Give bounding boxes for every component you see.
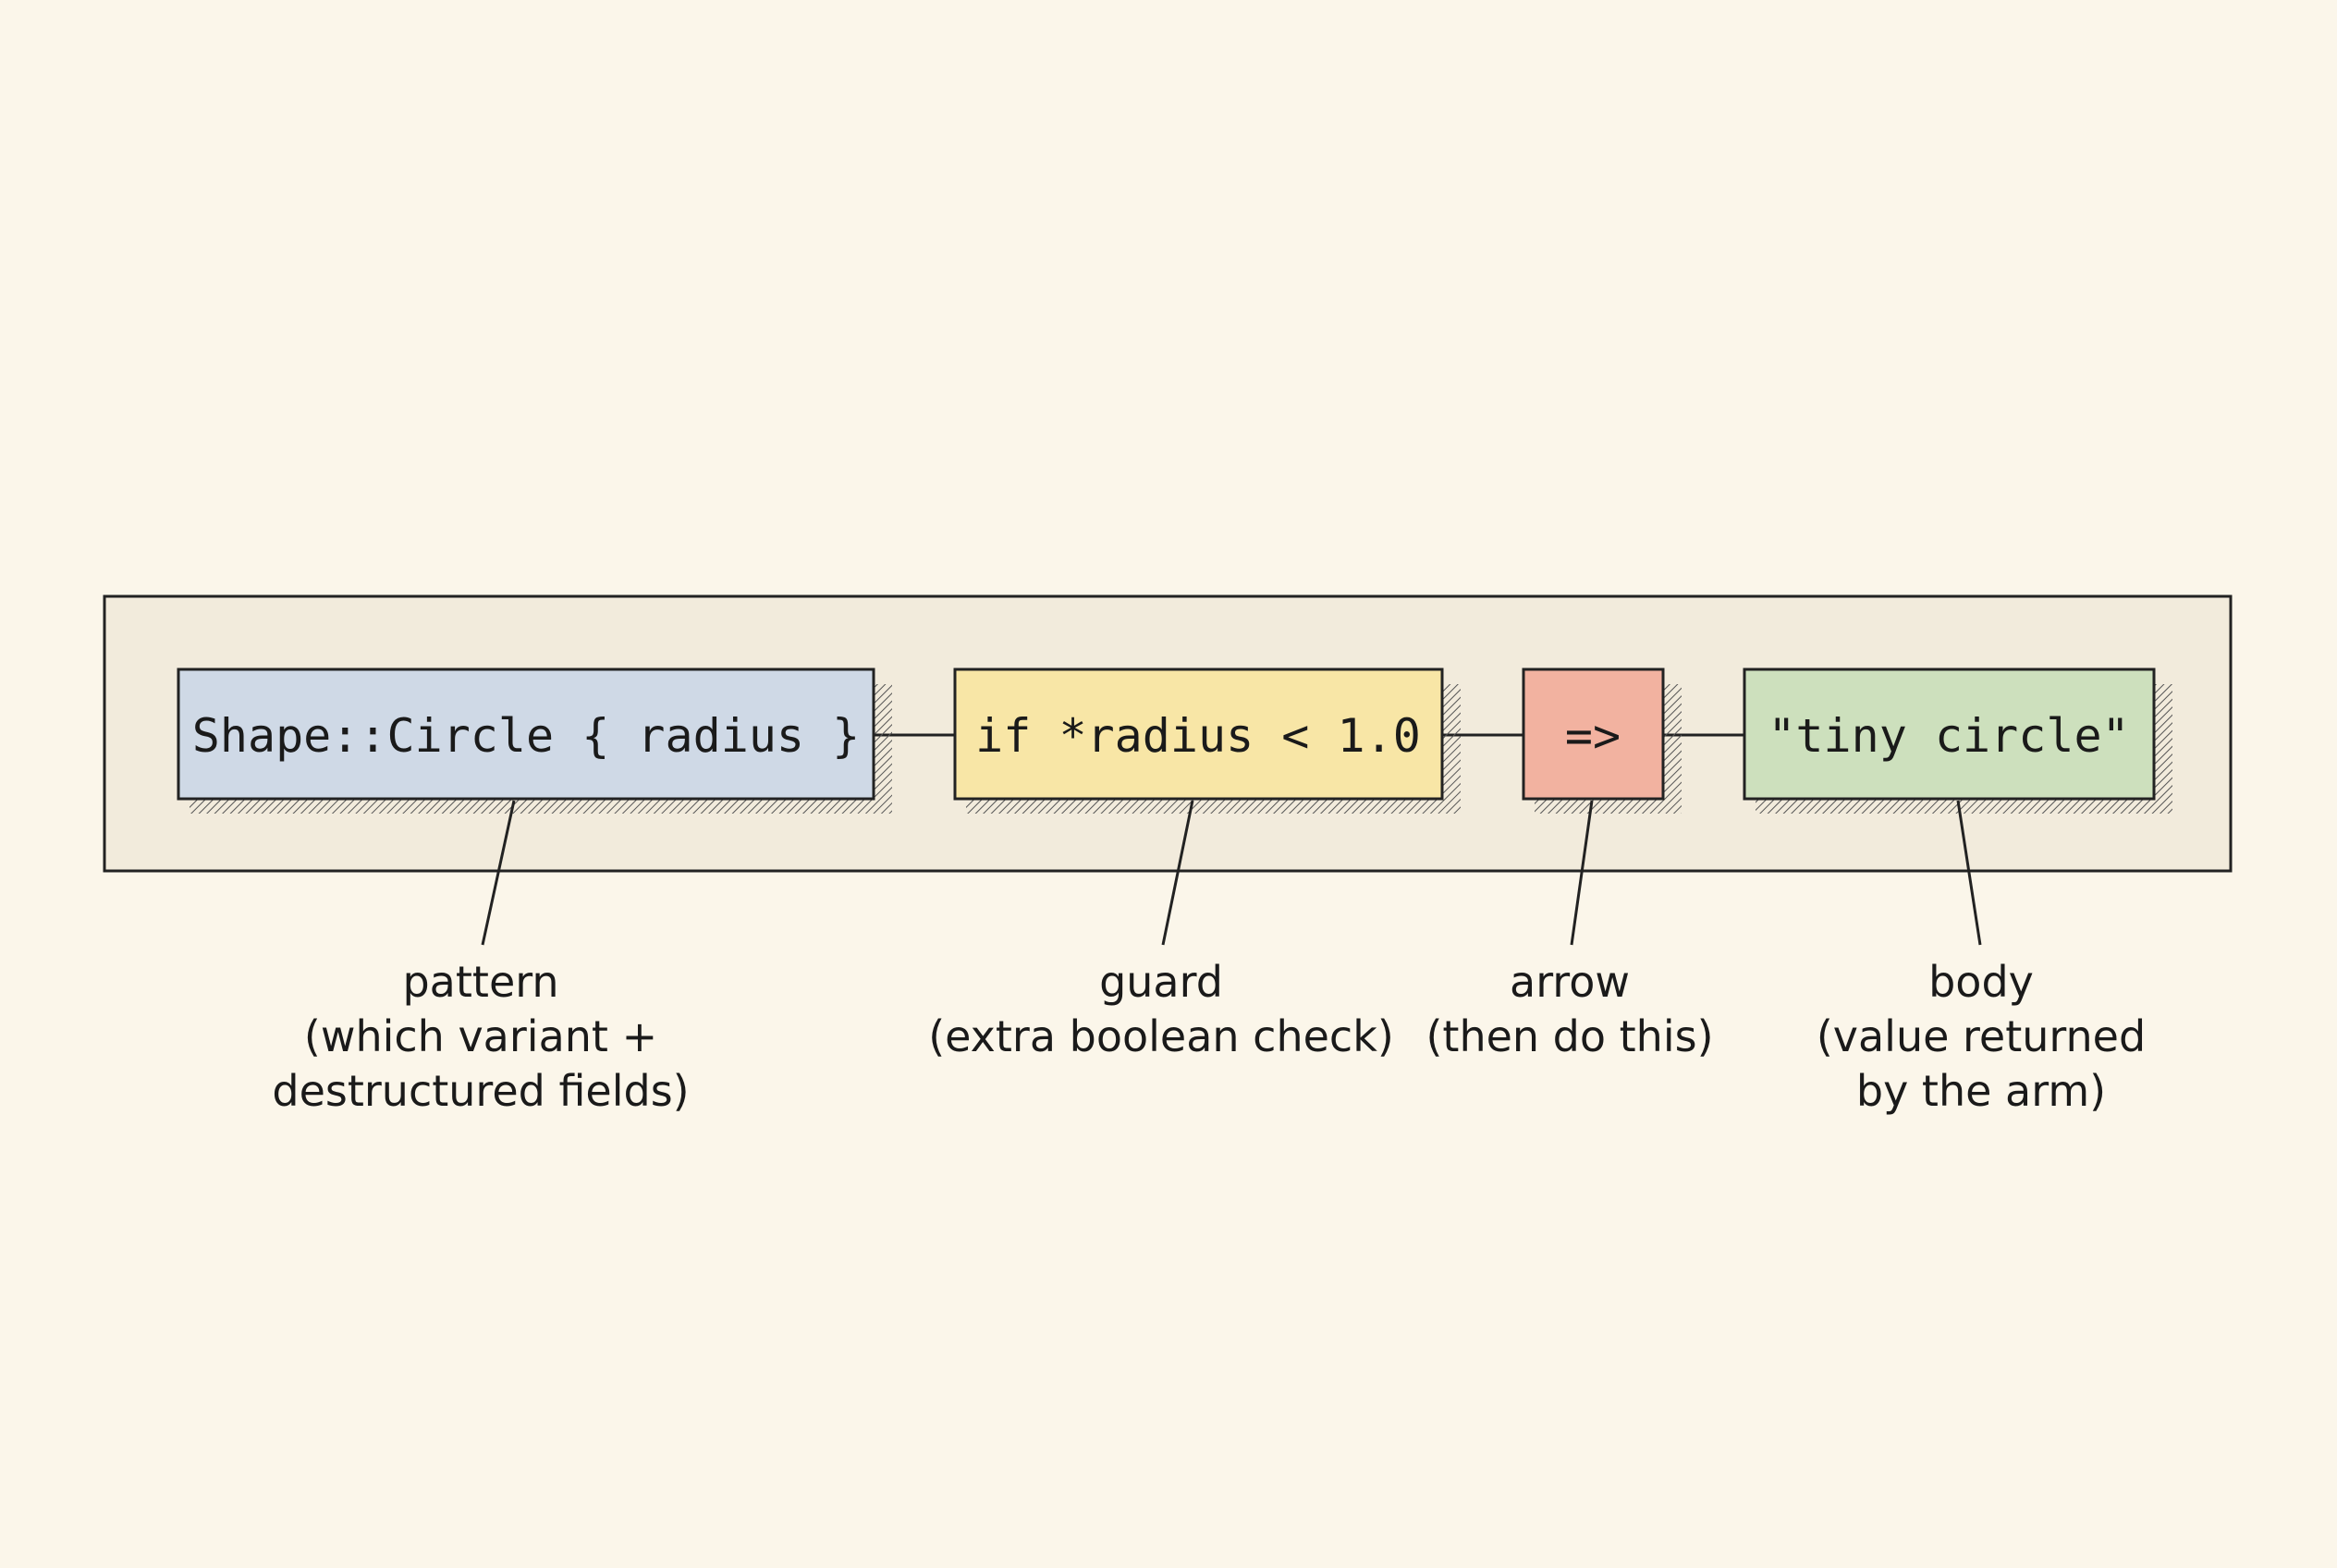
leader-body	[1956, 800, 1982, 946]
leader-guard	[1161, 800, 1194, 946]
guard-code: if *radius < 1.0	[975, 709, 1421, 763]
annotation-guard: guard (extra boolean check)	[928, 957, 1394, 1061]
arrow-box	[1522, 668, 1665, 801]
segment-arrow: =>	[1522, 668, 1682, 814]
guard-box	[953, 668, 1444, 801]
segment-body: "tiny circle"	[1743, 668, 2172, 814]
pattern-label: pattern	[402, 957, 558, 1007]
body-code: "tiny circle"	[1768, 709, 2129, 763]
pattern-description-line-1: (which variant +	[304, 1011, 657, 1061]
body-description-line-1: (value returned	[1817, 1011, 2146, 1061]
leader-arrow	[1570, 800, 1594, 946]
pattern-code: Shape::Circle { radius }	[192, 709, 860, 763]
guard-description-line-1: (extra boolean check)	[928, 1011, 1394, 1061]
pattern-description-line-2: destructured fields)	[272, 1066, 689, 1116]
guard-label: guard	[1099, 957, 1223, 1007]
segment-pattern: Shape::Circle { radius }	[177, 668, 892, 814]
pattern-box	[177, 668, 875, 801]
segment-guard: if *radius < 1.0	[953, 668, 1461, 814]
leader-pattern	[481, 800, 516, 946]
annotation-arrow: arrow (then do this)	[1425, 957, 1713, 1061]
body-label: body	[1928, 957, 2034, 1007]
body-box	[1743, 668, 2156, 801]
arrow-code: =>	[1565, 709, 1621, 763]
arrow-label: arrow	[1510, 957, 1630, 1007]
annotation-body: body (value returned by the arm)	[1817, 957, 2146, 1116]
arrow-description-line-1: (then do this)	[1425, 1011, 1713, 1061]
annotation-pattern: pattern (which variant + destructured fi…	[272, 957, 689, 1116]
body-description-line-2: by the arm)	[1856, 1066, 2106, 1116]
